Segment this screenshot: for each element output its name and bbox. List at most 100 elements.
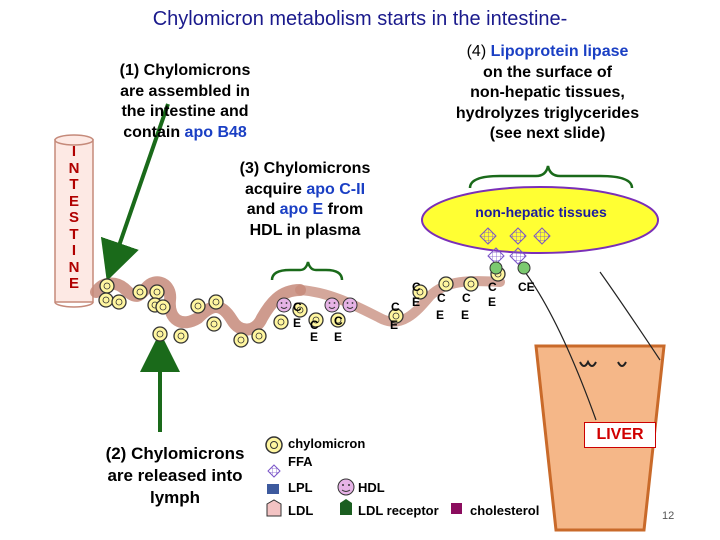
- step2-line: are released into: [107, 466, 243, 485]
- intestine-letter: I: [71, 242, 77, 259]
- step1-text: contain: [123, 123, 185, 141]
- chylomicron-icon: [292, 302, 308, 318]
- intestine-letter: T: [69, 176, 79, 193]
- chylomicron-icon: [463, 276, 479, 292]
- step2-line: lymph: [149, 488, 201, 507]
- chylomicron-icon: [308, 312, 324, 328]
- apo-c-label: C: [391, 300, 400, 314]
- chylomicron-icon: [155, 299, 171, 315]
- chylomicron-icon: [208, 294, 224, 310]
- step1-line: the intestine and: [121, 103, 249, 120]
- lymph-vessel: [90, 276, 306, 336]
- lpl-icon: [267, 484, 279, 494]
- cholesterol-icon: [451, 503, 462, 514]
- step3-line: (3) Chylomicrons: [239, 160, 371, 177]
- chylomicron-icon: [251, 328, 267, 344]
- intestine-letter: E: [68, 275, 79, 292]
- chylomicron-icon: [438, 276, 454, 292]
- chylomicron-icon: [190, 298, 206, 314]
- chylomicron-icon: [149, 284, 165, 300]
- step2-line: (2) Chylomicrons: [105, 444, 245, 463]
- apo-e-label: E: [334, 330, 343, 344]
- ffa-icon: [509, 227, 527, 245]
- chylomicron-icon: [152, 326, 168, 342]
- legend-symbols: [265, 436, 462, 517]
- intestine-letter: S: [68, 209, 79, 226]
- step3-text: from: [323, 201, 364, 218]
- step4-line: non-hepatic tissues,: [470, 84, 625, 101]
- lpl-receptor-icon: [517, 261, 531, 275]
- apo-e-label: E: [293, 316, 302, 330]
- hdl-icon: [337, 478, 355, 496]
- arrow-step1: [100, 103, 170, 282]
- page-title: Chylomicron metabolism starts in the int…: [152, 8, 568, 30]
- legend-ffa: FFA: [288, 454, 313, 469]
- hdl-icon: [342, 297, 358, 313]
- chylomicron-particles: [98, 266, 506, 348]
- legend-ldl-receptor: LDL receptor: [358, 503, 439, 518]
- chylomicron-icon: [111, 294, 127, 310]
- bracket-step3: [270, 261, 344, 281]
- chylomicron-icon: [233, 332, 249, 348]
- step3-caption: (3) Chylomicrons acquire apo C-II and ap…: [195, 159, 415, 241]
- apo-c-label: C: [437, 291, 446, 305]
- step4-caption: (4) Lipoprotein lipase on the surface of…: [420, 42, 675, 145]
- apo-c2-highlight: apo C-II: [306, 180, 366, 198]
- intestine-label: I N T E S T I N E: [56, 143, 92, 293]
- apo-c-label: C: [412, 280, 421, 294]
- apo-b48-highlight: apo B48: [184, 123, 247, 141]
- lipoprotein-lipase-highlight: Lipoprotein lipase: [486, 43, 629, 60]
- step3-line: acquire apo C-II: [195, 180, 415, 201]
- apo-c-label: C: [488, 280, 497, 294]
- apo-e-highlight: apo E: [279, 201, 324, 218]
- legend-hdl: HDL: [358, 480, 385, 495]
- apo-c-label: C: [310, 318, 319, 332]
- ldl-icon: [266, 499, 282, 517]
- ldl-receptor-icon: [579, 359, 597, 367]
- ffa-icon: [533, 227, 551, 245]
- legend-chylomicron: chylomicron: [288, 436, 366, 451]
- slide-number: 12: [662, 510, 675, 522]
- ffa-icon: [509, 247, 527, 265]
- intestine-letter: E: [68, 192, 79, 210]
- step3-line: and apo E from: [195, 200, 415, 221]
- step2-caption: (2) Chylomicrons are released into lymph: [90, 443, 260, 509]
- legend: chylomicron FFA LPL HDL LDL LDL receptor…: [260, 432, 560, 532]
- chylomicron-icon: [132, 284, 148, 300]
- chylomicron-icon: [265, 436, 283, 454]
- hdl-icon: [276, 297, 292, 313]
- legend-ldl: LDL: [288, 503, 314, 518]
- apo-c-label: C: [334, 314, 343, 328]
- liver-label: LIVER: [584, 422, 656, 448]
- chylomicron-icon: [98, 292, 114, 308]
- apo-e-label: E: [488, 295, 497, 309]
- chylomicron-icon: [99, 278, 115, 294]
- chylomicron-icon: [412, 284, 428, 300]
- step4-line: (see next slide): [489, 125, 606, 142]
- chylomicron-icon: [206, 316, 222, 332]
- intestine-cylinder: [54, 134, 94, 308]
- step3-line: HDL in plasma: [249, 221, 361, 239]
- ffa-icon: [267, 464, 281, 478]
- intestine-letter: T: [69, 225, 79, 243]
- step4-line: (4) Lipoprotein lipase: [420, 42, 675, 63]
- intestine-letter: N: [68, 159, 80, 177]
- apo-e-label: E: [390, 318, 399, 332]
- intestine-letter: I: [71, 143, 77, 160]
- nonhepatic-tissues-label: non-hepatic tissues: [475, 204, 607, 220]
- hdl-icon: [324, 297, 340, 313]
- step3-text: acquire: [244, 180, 307, 198]
- idl-path-line: [524, 271, 597, 421]
- lpl-receptor-icon: [489, 261, 503, 275]
- apo-ce-label: CE: [518, 280, 535, 294]
- step1-caption: (1) Chylomicrons are assembled in the in…: [80, 61, 290, 143]
- step1-line: are assembled in: [120, 82, 250, 100]
- step4-line: hydrolyzes triglycerides: [455, 104, 640, 122]
- step1-line: (1) Chylomicrons: [119, 62, 251, 79]
- ldl-receptor-legend-icon: [340, 499, 352, 515]
- chylomicron-icon: [173, 328, 189, 344]
- chylomicron-icon: [273, 314, 289, 330]
- apo-e-label: E: [436, 308, 445, 322]
- step4-number: (4): [466, 43, 487, 60]
- ffa-icon: [479, 227, 497, 245]
